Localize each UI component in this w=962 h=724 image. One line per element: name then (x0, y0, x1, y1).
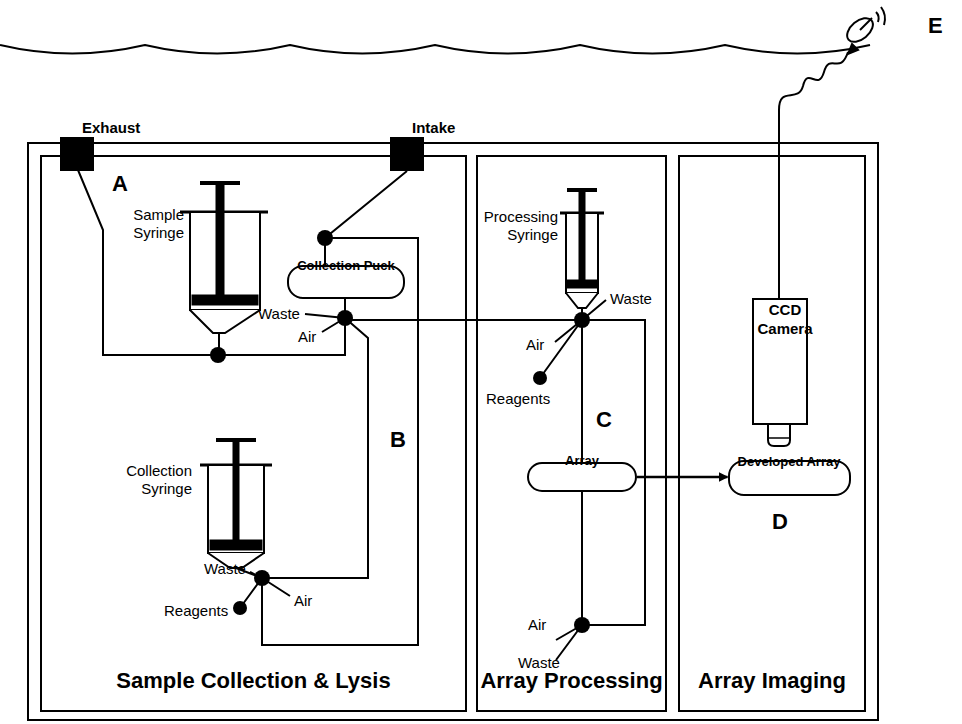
array-chip: Array (527, 462, 637, 492)
node-label: Array (565, 448, 599, 474)
port-label: Waste (610, 290, 652, 308)
callout-letter: B (390, 428, 406, 452)
ccd-camera: CCD Camera (752, 298, 808, 425)
syringe-label: Collection Syringe (112, 462, 192, 498)
developed-array: Developed Array (728, 460, 851, 496)
callout-letter: C (596, 408, 612, 432)
port-block: Exhaust (60, 137, 94, 171)
section-title: Sample Collection & Lysis (42, 668, 465, 694)
port-label: Air (526, 336, 544, 354)
callout-letter: D (772, 510, 788, 534)
water-surface (0, 45, 870, 54)
node-label: Exhaust (82, 115, 94, 155)
port-label: Air (298, 328, 316, 346)
transfer-arrow (637, 476, 728, 479)
syringe-label: Sample Syringe (130, 206, 184, 242)
node-label: Developed Array (738, 449, 841, 475)
camera-lens (768, 424, 790, 446)
port-label: Air (294, 592, 312, 610)
port-label: Waste (204, 560, 246, 578)
tube-line (325, 171, 407, 265)
tubing (78, 52, 848, 660)
valve-dots (210, 230, 590, 633)
node-label: CCD Camera (754, 300, 816, 407)
port-block: Intake (390, 137, 424, 171)
section-panel: Array Processing Array (476, 155, 667, 712)
collection-syringe (200, 440, 272, 578)
housing (28, 143, 878, 720)
section-title: Array Processing (478, 668, 665, 694)
port-label: Waste (518, 654, 560, 672)
section-panel: Array Imaging CCD CameraDeveloped Array (678, 155, 866, 712)
callout-letter: A (112, 172, 128, 196)
port-label: Waste (258, 305, 300, 323)
port-label: Reagents (164, 602, 228, 620)
callout-letter: E (928, 14, 943, 38)
tube-line (345, 299, 582, 462)
section-title: Array Imaging (680, 668, 864, 694)
sample-syringe (180, 183, 268, 355)
port-label: Reagents (486, 390, 550, 408)
antenna-dish (843, 7, 885, 54)
node-label: Intake (412, 115, 424, 155)
collection-puck: Collection Puck (287, 265, 405, 299)
syringe-label: Processing Syringe (482, 208, 558, 244)
node-label: Collection Puck (297, 253, 395, 279)
port-label: Air (528, 616, 546, 634)
processing-syringe (560, 190, 604, 320)
